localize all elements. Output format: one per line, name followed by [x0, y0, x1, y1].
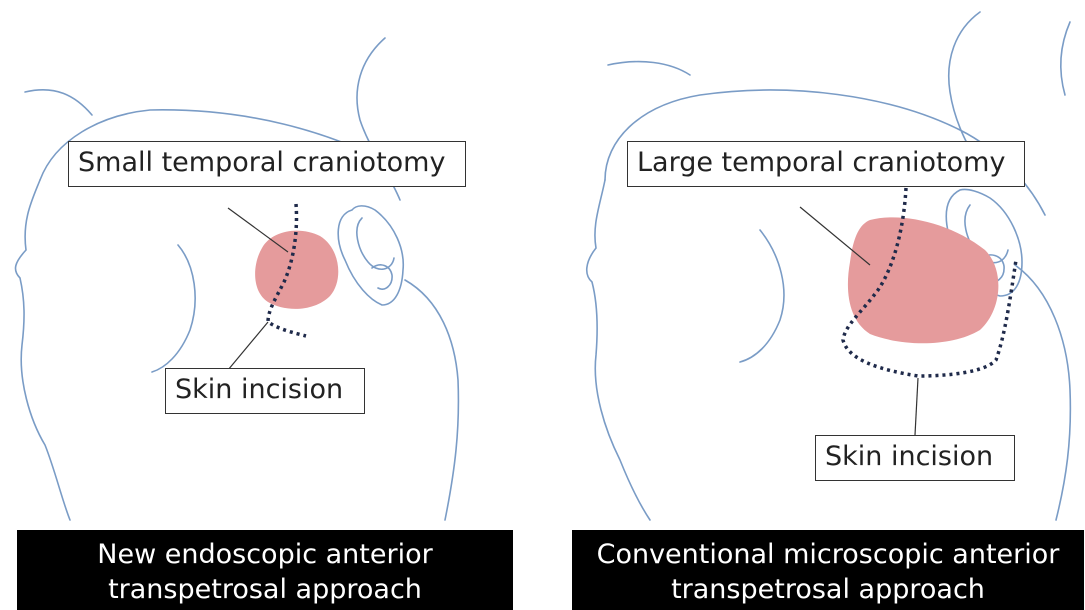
left-head-outline — [15, 38, 458, 520]
right-incision-leader-line — [915, 378, 918, 435]
left-incision-label: Skin incision — [165, 368, 365, 414]
right-caption-line2: transpetrosal approach — [572, 572, 1084, 607]
right-incision-label: Skin incision — [815, 435, 1015, 481]
right-craniotomy-region — [848, 217, 998, 343]
left-craniotomy-label: Small temporal craniotomy — [68, 141, 466, 187]
right-craniotomy-label: Large temporal craniotomy — [627, 141, 1025, 187]
left-caption-line1: New endoscopic anterior — [17, 537, 513, 572]
left-caption-line2: transpetrosal approach — [17, 572, 513, 607]
right-caption: Conventional microscopic anterior transp… — [572, 530, 1084, 610]
left-incision-leader-line — [228, 322, 268, 370]
left-craniotomy-leader-line — [228, 208, 288, 252]
left-caption: New endoscopic anterior transpetrosal ap… — [17, 530, 513, 610]
left-craniotomy-region — [255, 231, 338, 309]
right-caption-line1: Conventional microscopic anterior — [572, 537, 1084, 572]
